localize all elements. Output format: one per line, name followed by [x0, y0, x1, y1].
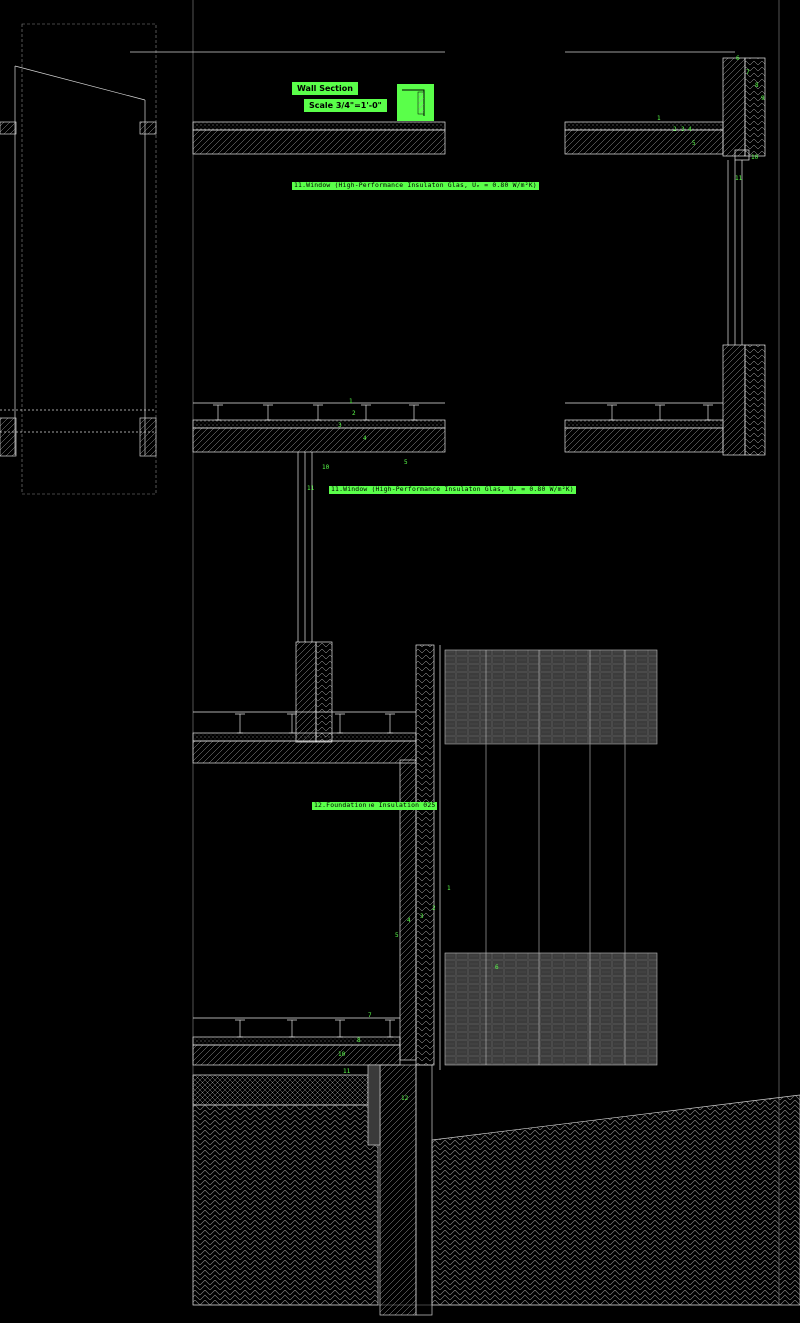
callout-number: 10 — [322, 464, 330, 471]
callout-number: 3 — [681, 126, 685, 133]
callout-number: 12 — [401, 1095, 409, 1102]
callout-number: 1 — [657, 115, 661, 122]
drawing-title: Wall Section — [292, 82, 358, 95]
callout-number: 7 — [368, 1012, 372, 1019]
legend-item: 11.Window (High-Performance Insulaton Gl… — [292, 181, 539, 190]
callout-number: 8 — [357, 1037, 361, 1044]
callout-number: 3 — [338, 422, 342, 429]
raised-floor-pedestal — [361, 404, 371, 421]
legend-item: 11.Window (High-Performance Insulaton Gl… — [329, 485, 576, 494]
raised-floor-pedestal — [655, 404, 665, 421]
callout-number: 5 — [692, 140, 696, 147]
raised-floor-pedestal — [235, 1019, 245, 1038]
facade-wall-lower — [399, 644, 441, 1070]
window-middle — [295, 452, 333, 743]
raised-floor-pedestal — [235, 713, 245, 734]
raised-floor-pedestal — [263, 404, 273, 421]
callout-number: 10 — [751, 154, 759, 161]
raised-floor-pedestal — [335, 713, 345, 734]
legend-item: 12.Foundation — [312, 801, 369, 810]
detail-thumbnail — [397, 84, 434, 121]
callout-number: 11 — [735, 175, 743, 182]
floor-slab-1 — [192, 402, 724, 453]
raised-floor-pedestal — [607, 404, 617, 421]
raised-floor-pedestal — [213, 404, 223, 421]
raised-floor-pedestal — [703, 404, 713, 421]
callout-number: 6 — [736, 55, 740, 62]
callout-number: 11 — [343, 1068, 351, 1075]
foundation — [192, 1064, 800, 1316]
callout-number: 10 — [338, 1051, 346, 1058]
callout-number: 5 — [404, 459, 408, 466]
callout-number: 3 — [420, 913, 424, 920]
callout-number: 4 — [407, 917, 411, 924]
floor-slab-2 — [192, 711, 417, 764]
raised-floor-pedestal — [313, 404, 323, 421]
raised-floor-pedestal — [335, 1019, 345, 1038]
callout-number: 1 — [349, 398, 353, 405]
raised-floor-pedestal — [287, 1019, 297, 1038]
callout-number: 2 — [432, 905, 436, 912]
pv-panels — [444, 649, 658, 1066]
window-upper — [722, 160, 766, 456]
raised-floor-pedestal — [385, 713, 395, 734]
raised-floor-pedestal — [385, 1019, 395, 1038]
callout-number: 4 — [363, 435, 367, 442]
callout-number: 8 — [755, 82, 759, 89]
callout-number: 4 — [688, 126, 692, 133]
floor-slab-base — [192, 1017, 401, 1106]
raised-floor-pedestal — [287, 713, 297, 734]
callout-number: 7 — [746, 69, 750, 76]
callout-number: 5 — [395, 932, 399, 939]
callout-number: 9 — [761, 95, 765, 102]
drawing-scale: Scale 3/4"=1'-0" — [304, 99, 387, 112]
callout-number: 11 — [307, 485, 315, 492]
callout-number: 2 — [352, 410, 356, 417]
callout-number: 6 — [495, 964, 499, 971]
roof-slab — [130, 51, 766, 161]
callout-number: 1 — [447, 885, 451, 892]
callout-number: 2 — [673, 126, 677, 133]
left-elevation — [0, 65, 157, 457]
raised-floor-pedestal — [409, 404, 419, 421]
